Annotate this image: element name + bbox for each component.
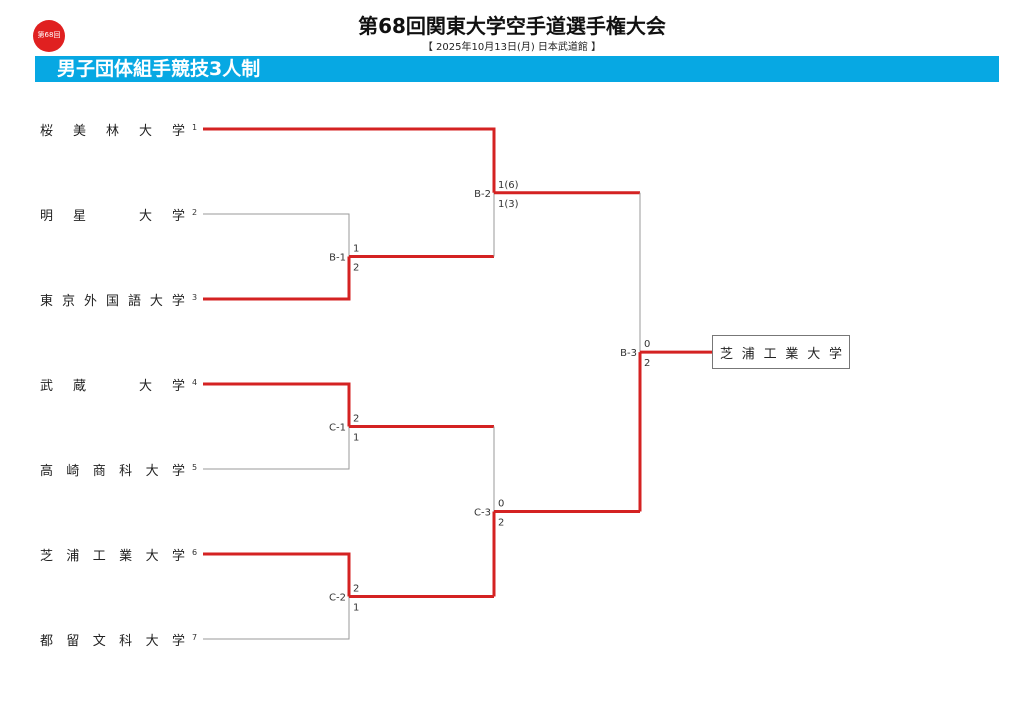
page-subtitle: 【 2025年10月13日(月) 日本武道館 】 xyxy=(422,42,602,53)
match-id-label: B-1 xyxy=(329,253,346,264)
event-banner: 男子団体組手競技3人制 xyxy=(35,56,999,82)
team-seed: 2 xyxy=(192,208,198,217)
match-score-bottom: 1(3) xyxy=(498,199,519,210)
match-score-bottom: 2 xyxy=(644,358,650,369)
champion-char: 大 xyxy=(807,346,821,362)
team-seed: 5 xyxy=(192,463,198,472)
champion-char: 芝 xyxy=(720,346,734,362)
bracket-line-winner xyxy=(203,127,496,193)
bracket-line xyxy=(203,426,350,470)
team-seed: 4 xyxy=(192,378,198,387)
champion-char: 業 xyxy=(785,346,799,362)
team-name: 芝浦工業大学 xyxy=(40,548,185,564)
team-name: 明星大学 xyxy=(40,208,186,224)
match-score-bottom: 2 xyxy=(498,518,504,529)
page-title: 第68回関東大学空手道選手権大会 xyxy=(358,14,666,38)
champion-char: 学 xyxy=(828,346,842,362)
match-score-top: 0 xyxy=(498,499,504,510)
champion-char: 浦 xyxy=(741,346,755,362)
champion-box: 芝浦工業大学 xyxy=(712,335,850,369)
match-id-label: B-3 xyxy=(620,348,637,359)
match-score-top: 2 xyxy=(353,414,359,425)
match-id-label: C-1 xyxy=(329,423,346,434)
champion-name: 芝浦工業大学 xyxy=(720,343,842,362)
match-score-bottom: 2 xyxy=(353,263,359,274)
team-seed: 7 xyxy=(192,633,198,642)
match-score-top: 0 xyxy=(644,339,650,350)
match-score-top: 1 xyxy=(353,244,359,255)
team-name: 東京外国語大学 xyxy=(40,293,185,309)
bracket-line-winner xyxy=(203,382,351,427)
match-score-top: 1(6) xyxy=(498,180,519,191)
team-name: 高崎商科大学 xyxy=(40,463,185,479)
bracket-line-winner xyxy=(203,552,351,597)
match-score-top: 2 xyxy=(353,584,359,595)
match-id-label: C-2 xyxy=(329,593,346,604)
team-name: 都留文科大学 xyxy=(40,633,185,649)
logo: 第68回 xyxy=(33,20,65,52)
team-seed: 1 xyxy=(192,123,198,132)
event-title: 男子団体組手競技3人制 xyxy=(57,58,261,80)
team-seed: 6 xyxy=(192,548,198,557)
match-score-bottom: 1 xyxy=(353,433,359,444)
team-name: 桜美林大学 xyxy=(40,123,185,139)
bracket-line-winner xyxy=(203,256,351,301)
match-score-bottom: 1 xyxy=(353,603,359,614)
champion-char: 工 xyxy=(763,346,777,362)
logo-text: 第68回 xyxy=(37,31,61,39)
team-seed: 3 xyxy=(192,293,198,302)
match-id-label: B-2 xyxy=(474,189,491,200)
bracket-line xyxy=(203,213,350,257)
bracket-line xyxy=(203,596,350,640)
team-name: 武蔵大学 xyxy=(40,378,186,394)
match-id-label: C-3 xyxy=(474,508,491,519)
